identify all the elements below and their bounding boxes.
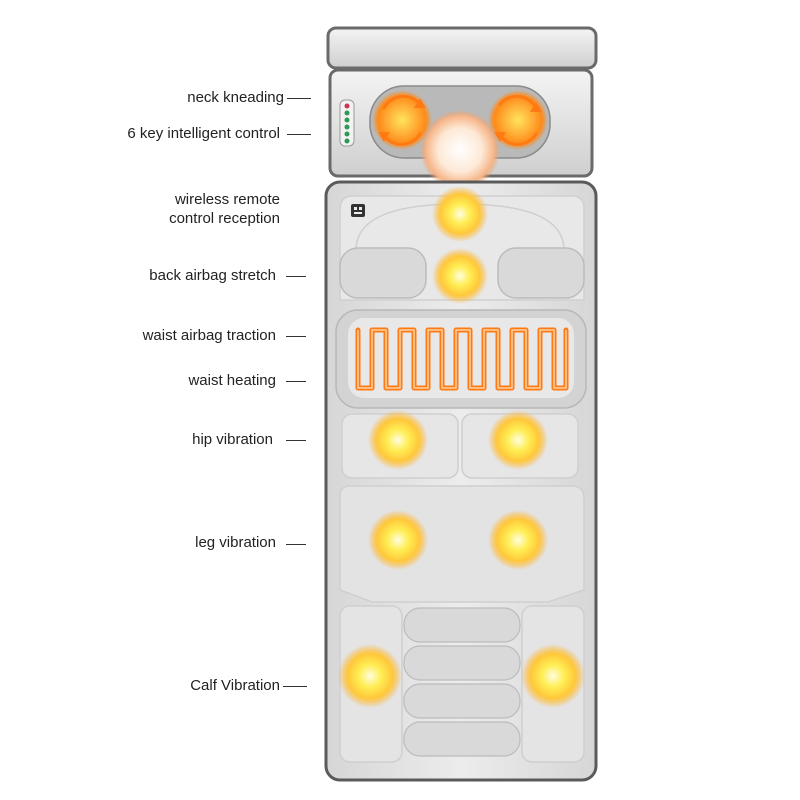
calf-vibration-node-right [521,644,585,708]
label-hip-vibration: hip vibration [192,431,273,448]
back-airbag-right [497,247,585,299]
body-mat [324,180,598,782]
wireless-receiver-icon [351,204,365,217]
leader-waist-heating [286,381,306,382]
hip-vibration-node-left [368,410,428,470]
back-airbag-node [432,248,488,304]
head-section [328,68,594,190]
label-calf-vibration: Calf Vibration [190,677,280,694]
upper-back-node [432,186,488,242]
leg-vibration-node-right [488,510,548,570]
leader-neck-kneading [287,98,311,99]
label-waist-heating: waist heating [188,372,276,389]
label-waist-airbag: waist airbag traction [142,327,276,344]
back-airbag-left [339,247,427,299]
label-intelligent-control: 6 key intelligent control [127,125,280,142]
calf-vibration-node-left [338,644,402,708]
label-wireless-remote-line1: wireless remote [174,191,280,208]
leader-leg-vibration [286,544,306,545]
label-leg-vibration: leg vibration [195,534,276,551]
leader-hip-vibration [286,440,306,441]
leader-back-airbag [286,276,306,277]
hip-vibration-node-right [488,410,548,470]
label-neck-kneading: neck kneading [187,89,284,106]
leader-intelligent-control [287,134,311,135]
control-panel [339,99,355,147]
label-back-airbag: back airbag stretch [149,267,276,284]
top-pillow [326,26,598,70]
leader-calf-vibration [283,686,307,687]
leader-waist-airbag [286,336,306,337]
neck-center-glow [420,110,500,190]
leg-vibration-node-left [368,510,428,570]
label-wireless-remote-line2: control reception [169,210,280,227]
